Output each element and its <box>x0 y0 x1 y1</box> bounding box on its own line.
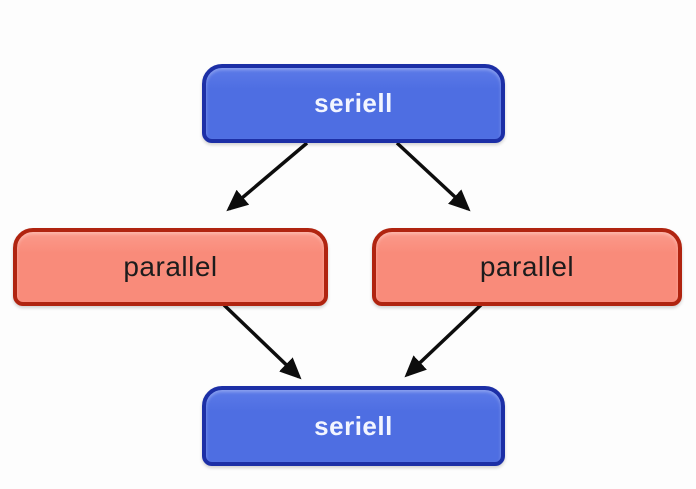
node-parallel-right: parallel <box>372 228 682 306</box>
arrow-parallel-left-to-bottom <box>222 303 302 380</box>
node-seriell-top: seriell <box>202 64 505 143</box>
node-parallel-left-label: parallel <box>123 251 218 282</box>
node-parallel-left: parallel <box>13 228 328 306</box>
node-seriell-bottom-label: seriell <box>314 410 393 441</box>
arrow-top-to-parallel-left <box>226 141 309 212</box>
node-parallel-right-label: parallel <box>479 251 575 282</box>
node-seriell-top-label: seriell <box>314 88 393 118</box>
node-seriell-bottom: seriell <box>202 386 505 466</box>
arrow-top-to-parallel-right <box>395 141 471 212</box>
arrow-parallel-right-to-bottom <box>404 301 485 378</box>
